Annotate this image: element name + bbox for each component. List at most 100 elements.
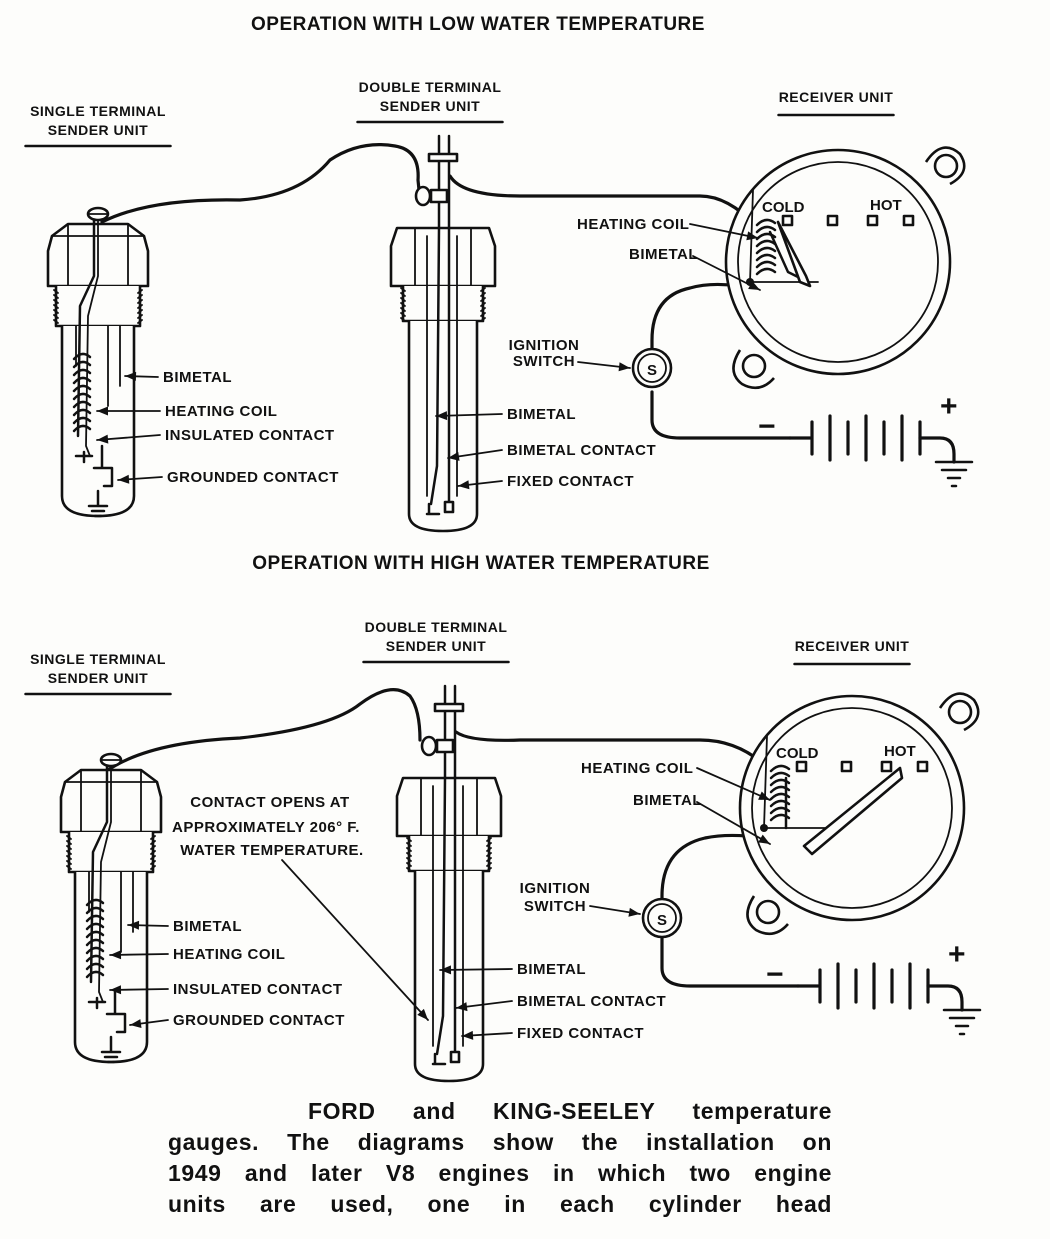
low-double-sender bbox=[389, 134, 497, 533]
dial-face bbox=[724, 148, 952, 376]
hex-nut bbox=[395, 776, 503, 838]
inner-wall bbox=[88, 871, 134, 953]
low-double-label-1-arrow-head bbox=[436, 411, 448, 421]
inner-wall bbox=[75, 325, 121, 407]
high-battery: −+ bbox=[766, 938, 982, 1036]
low-double-label-2: BIMETAL CONTACT bbox=[507, 442, 656, 459]
single-heating-coil-turn bbox=[72, 368, 92, 377]
high-single-label-4-arrow-head bbox=[130, 1019, 142, 1029]
receiver-heating-coil-turn bbox=[755, 267, 777, 276]
battery-positive-lead bbox=[926, 984, 964, 1012]
bimetal-contact bbox=[431, 1052, 447, 1066]
low-wire-single-to-double bbox=[100, 143, 422, 224]
single-heating-coil-turn bbox=[85, 954, 105, 963]
single-heating-coil-turn bbox=[85, 930, 105, 939]
single-heating-coil-turn bbox=[72, 384, 92, 393]
high-single-label-1-arrow-head bbox=[128, 920, 140, 930]
lead-wire bbox=[85, 219, 99, 457]
thread-mark bbox=[400, 312, 486, 317]
fixed-contact bbox=[449, 1050, 461, 1064]
low-receiver-label-1-arrow-head bbox=[746, 231, 758, 241]
low-receiver-heading: RECEIVER UNIT bbox=[777, 89, 895, 117]
high-double-sender bbox=[395, 684, 503, 1083]
high-double-label-1: BIMETAL bbox=[517, 961, 586, 978]
caption-line-3: 1949 and later V8 engines in which two e… bbox=[168, 1160, 832, 1186]
mount-hole-left bbox=[741, 353, 767, 379]
side-screw bbox=[414, 185, 432, 207]
high-single-label-3: INSULATED CONTACT bbox=[173, 981, 343, 998]
thread-mark bbox=[66, 840, 156, 845]
mount-hole-right bbox=[947, 699, 973, 725]
receiver-heating-coil-turn bbox=[769, 771, 791, 780]
high-contact-note-arrow-head bbox=[417, 1008, 428, 1020]
receiver-heating-coil-turn bbox=[755, 239, 777, 248]
receiver-heating-coil-turn bbox=[755, 218, 777, 227]
threaded-neck bbox=[54, 286, 142, 328]
battery-minus-sign: − bbox=[766, 958, 784, 991]
single-heating-coil-turn bbox=[72, 400, 92, 409]
single-heating-coil bbox=[72, 352, 92, 433]
low-single-label-3: INSULATED CONTACT bbox=[165, 427, 335, 444]
low-double-sender-heading-line-1: DOUBLE TERMINAL bbox=[359, 79, 502, 95]
low-double-label-1: BIMETAL bbox=[507, 406, 576, 423]
insulated-contact bbox=[87, 996, 107, 1010]
high-double-label-1-arrow-line bbox=[439, 968, 513, 971]
dial-scale-mark bbox=[781, 214, 794, 227]
thread-mark bbox=[53, 319, 143, 324]
dial-scale-mark bbox=[916, 760, 929, 773]
receiver-heating-coil bbox=[755, 218, 777, 276]
thread-mark bbox=[66, 835, 156, 840]
single-heating-coil-turn bbox=[85, 914, 105, 923]
threaded-neck bbox=[401, 286, 485, 323]
switch-inner bbox=[647, 903, 677, 933]
high-single-label-1: BIMETAL bbox=[173, 918, 242, 935]
thread-mark bbox=[406, 852, 492, 857]
low-double-label-1-arrow-line bbox=[435, 413, 503, 417]
low-single-label-4: GROUNDED CONTACT bbox=[167, 469, 339, 486]
low-single-label-2-arrow-head bbox=[97, 406, 108, 416]
panel-low-temperature: OPERATION WITH LOW WATER TEMPERATURESING… bbox=[24, 14, 974, 533]
receiver-heating-coil-turn bbox=[769, 778, 791, 787]
dial-cold-label: COLD bbox=[776, 745, 819, 762]
ground-symbol bbox=[87, 489, 109, 518]
thread-mark bbox=[53, 299, 143, 304]
figure-caption: FORD and KING-SEELEY temperature gauges.… bbox=[168, 1096, 832, 1220]
low-single-sender-heading-line-1: SINGLE TERMINAL bbox=[30, 103, 166, 119]
receiver-heating-coil-turn bbox=[769, 792, 791, 801]
lead-wire bbox=[98, 765, 112, 1003]
grounded-contact bbox=[105, 990, 127, 1034]
thread-mark bbox=[53, 309, 143, 314]
single-heating-coil-turn bbox=[72, 376, 92, 385]
receiver-heating-coil-turn bbox=[769, 785, 791, 794]
receiver-heating-coil bbox=[769, 764, 791, 822]
dial-scale-mark bbox=[795, 760, 808, 773]
high-double-sender-heading-line-1: DOUBLE TERMINAL bbox=[365, 619, 508, 635]
low-single-label-4-arrow-head bbox=[118, 474, 130, 484]
high-receiver-label-1-arrow-head bbox=[758, 791, 770, 800]
high-ignition-arrow-head bbox=[628, 907, 640, 917]
high-wire-single-to-double bbox=[106, 688, 422, 772]
battery-positive-lead bbox=[918, 436, 956, 464]
high-contact-note-1: CONTACT OPENS AT bbox=[190, 794, 349, 811]
high-receiver-heading-line-1: RECEIVER UNIT bbox=[795, 638, 910, 654]
sender-shell bbox=[73, 872, 149, 1064]
switch-inner bbox=[637, 353, 667, 383]
bimetal-strip bbox=[435, 776, 447, 1056]
receiver-heating-coil-turn bbox=[755, 246, 777, 255]
high-wire-switch-to-battery bbox=[660, 934, 800, 988]
low-ignition-switch: S bbox=[631, 347, 673, 389]
thread-mark bbox=[406, 867, 492, 872]
hex-nut-facets bbox=[414, 227, 472, 287]
receiver-heating-coil-turn bbox=[769, 764, 791, 773]
high-contact-note-arrow-line bbox=[281, 859, 429, 1021]
gauge-frame bbox=[763, 735, 768, 829]
thread-mark bbox=[400, 292, 486, 297]
single-heating-coil-turn bbox=[85, 962, 105, 971]
high-receiver-label-1: HEATING COIL bbox=[581, 760, 693, 777]
dial-cold-label: COLD bbox=[762, 199, 805, 216]
single-heating-coil-turn bbox=[85, 946, 105, 955]
